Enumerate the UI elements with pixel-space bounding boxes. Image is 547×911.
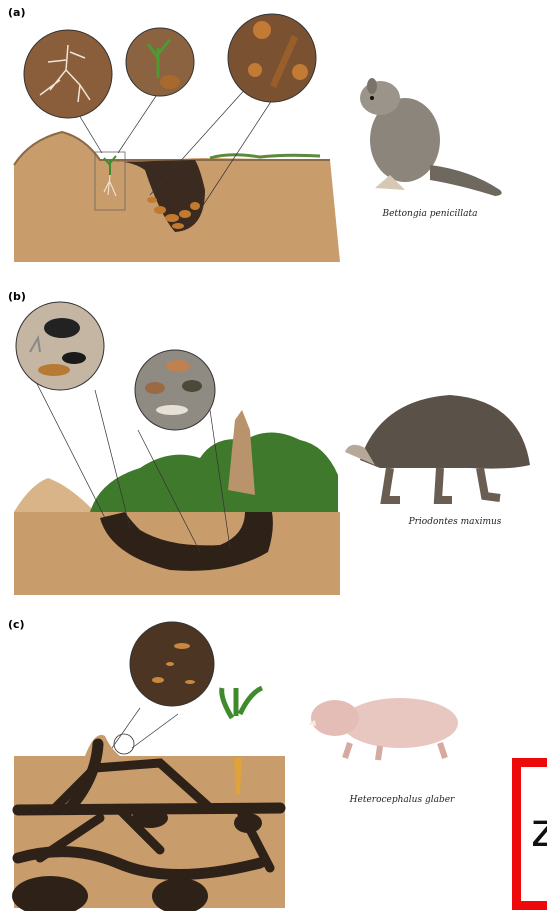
overlay-text: z xyxy=(531,807,547,853)
panel-c-zoom-lines xyxy=(112,708,178,748)
panel-b-illustration: Priodontes maximus xyxy=(0,290,547,600)
panel-a-circle-seedling xyxy=(126,28,194,96)
panel-a-acorn xyxy=(160,75,180,89)
panel-b-vegetation xyxy=(90,433,338,513)
panel-a-illustration: Bettongia penicillata xyxy=(0,0,547,270)
panel-b-species-caption: Priodontes maximus xyxy=(408,517,502,527)
panel-a-species-caption: Bettongia penicillata xyxy=(381,209,477,219)
panel-a-bettong-illustration xyxy=(360,78,502,196)
panel-b-armadillo-illustration xyxy=(345,395,530,500)
panel-b-circle-mammals xyxy=(16,302,104,390)
panel-a-circle-fungi xyxy=(228,14,316,102)
panel-c-illustration: Heterocephalus glaber xyxy=(0,618,547,911)
panel-a-circle-roots xyxy=(24,30,112,118)
panel-c-species-caption: Heterocephalus glaber xyxy=(349,795,455,805)
panel-a-litter xyxy=(210,155,320,158)
panel-b-mound xyxy=(14,478,95,512)
panel-b-termite-mound xyxy=(228,410,255,495)
red-overlay-box: z xyxy=(512,758,547,910)
panel-c-mole-rat-illustration xyxy=(308,698,458,760)
panel-c-zoom-ring xyxy=(114,734,134,754)
